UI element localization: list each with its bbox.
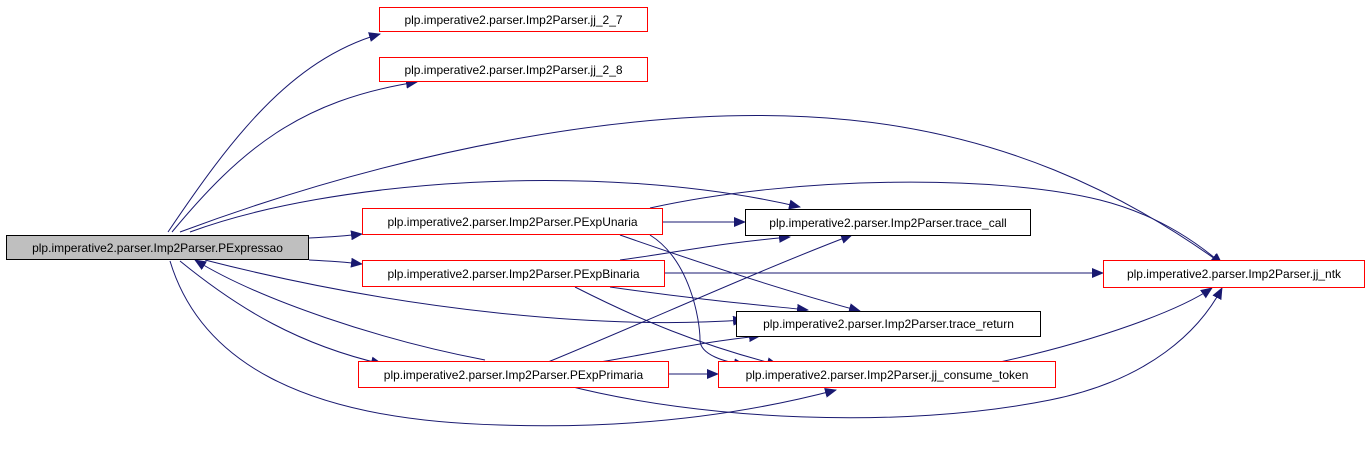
edge-pexpunaria-trace_return <box>619 234 861 313</box>
edge-pexpressao-trace_call <box>189 180 801 233</box>
node-label: plp.imperative2.parser.Imp2Parser.jj_con… <box>745 367 1029 382</box>
edge-pexpprimaria-trace_return <box>599 332 761 363</box>
edge-pexpressao-jj_consume_token <box>169 260 837 427</box>
node-trace_return[interactable]: plp.imperative2.parser.Imp2Parser.trace_… <box>736 311 1041 337</box>
edge-pexpprimaria-pexpressao <box>194 259 486 361</box>
edge-pexpbinaria-jj_consume_token <box>574 286 779 368</box>
node-label: plp.imperative2.parser.Imp2Parser.PExpPr… <box>383 367 644 382</box>
node-label: plp.imperative2.parser.Imp2Parser.PExpUn… <box>387 214 638 229</box>
edge-pexpressao-jj_2_7 <box>167 32 381 233</box>
node-jj_consume_token[interactable]: plp.imperative2.parser.Imp2Parser.jj_con… <box>718 361 1056 388</box>
node-label: plp.imperative2.parser.Imp2Parser.trace_… <box>769 215 1007 230</box>
node-pexpprimaria[interactable]: plp.imperative2.parser.Imp2Parser.PExpPr… <box>358 361 669 388</box>
edge-pexpressao-jj_2_8 <box>171 78 418 233</box>
edge-pexpressao-trace_return <box>204 259 745 326</box>
node-label: plp.imperative2.parser.Imp2Parser.PExpre… <box>32 240 283 255</box>
edge-pexpressao-pexpunaria <box>308 230 363 241</box>
node-label: plp.imperative2.parser.Imp2Parser.jj_ntk <box>1126 267 1342 281</box>
edge-pexpbinaria-trace_call <box>619 232 791 261</box>
node-label: plp.imperative2.parser.Imp2Parser.trace_… <box>763 317 1014 331</box>
node-pexpunaria[interactable]: plp.imperative2.parser.Imp2Parser.PExpUn… <box>362 208 663 235</box>
edge-pexpressao-jj_ntk-top <box>179 115 1223 265</box>
edge-pexpbinaria-trace_return <box>609 286 809 314</box>
node-trace_call[interactable]: plp.imperative2.parser.Imp2Parser.trace_… <box>745 209 1031 236</box>
edge-jj_consume_token-jj_ntk <box>999 287 1213 363</box>
edge-pexpressao-pexpprimaria <box>179 260 383 367</box>
edge-pexpprimaria-jj_ntk <box>564 287 1223 419</box>
node-label: plp.imperative2.parser.Imp2Parser.jj_2_7 <box>404 12 623 27</box>
edge-pexpunaria-jj_consume_token <box>649 234 746 369</box>
node-jj_ntk[interactable]: plp.imperative2.parser.Imp2Parser.jj_ntk <box>1103 260 1365 288</box>
node-pexpressao[interactable]: plp.imperative2.parser.Imp2Parser.PExpre… <box>6 235 309 260</box>
edge-pexpunaria-jj_ntk <box>649 181 1223 265</box>
edge-pexpressao-pexpbinaria <box>308 257 363 268</box>
node-pexpbinaria[interactable]: plp.imperative2.parser.Imp2Parser.PExpBi… <box>362 260 665 287</box>
node-label: plp.imperative2.parser.Imp2Parser.PExpBi… <box>387 266 640 281</box>
edge-pexpprimaria-trace_call <box>547 234 853 363</box>
node-label: plp.imperative2.parser.Imp2Parser.jj_2_8 <box>404 62 623 77</box>
node-jj_2_8[interactable]: plp.imperative2.parser.Imp2Parser.jj_2_8 <box>379 57 648 82</box>
node-jj_2_7[interactable]: plp.imperative2.parser.Imp2Parser.jj_2_7 <box>379 7 648 32</box>
